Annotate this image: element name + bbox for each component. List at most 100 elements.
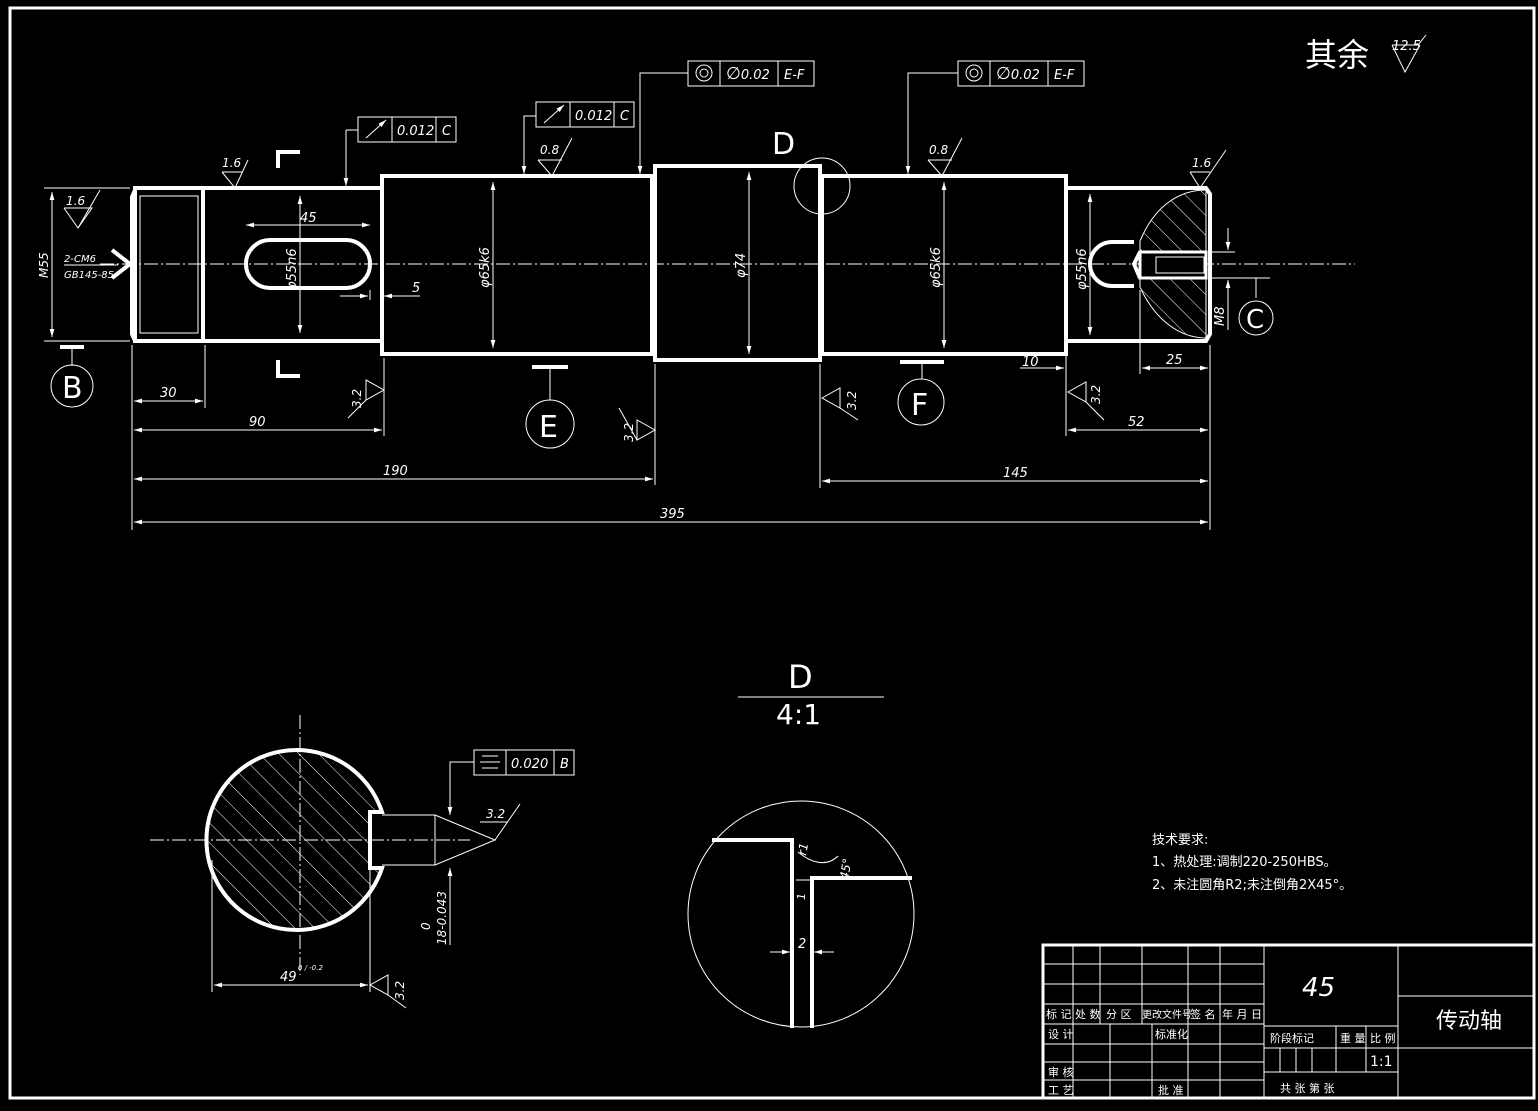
tb-date: 年 月 日 [1222,1007,1262,1021]
dim-145: 145 [1003,466,1028,481]
tb-scale-value: 1:1 [1370,1054,1393,1070]
dimensions: M55 2-CM6 GB145-85 45 φ55n6 5 φ65k6 φ74 … [37,172,1270,530]
notes-line1: 1、热处理:调制220-250HBS。 [1152,855,1337,870]
dim-d74: φ74 [734,253,749,278]
dim-395: 395 [660,507,685,522]
dim-m8: M8 [1213,307,1228,327]
detail-d-label: D [772,127,795,162]
roughness-3-2-d: 3.2 [1089,385,1103,404]
fcf-coaxial-left-value: ∅0.02 [726,64,770,84]
dim-190: 190 [383,464,408,479]
detail-d-view: D 4:1 r1 45° 1 2 [687,658,915,1028]
dim-cm6: 2-CM6 [64,254,96,265]
key-slot [244,238,372,290]
roughness-0-8-b: 0.8 [929,143,948,157]
detail-r1: r1 [795,842,811,857]
datum-f: F [897,360,945,426]
dim-52: 52 [1128,415,1145,430]
detail-width2: 2 [798,937,806,952]
fcf-coaxial-left: ∅0.02 E-F [637,60,815,174]
section-dim-49: 49 [280,970,297,985]
tb-review: 审 核 [1048,1065,1074,1079]
fcf-coaxial-right: ∅0.02 E-F [905,60,1085,174]
fcf-coaxial-right-datum: E-F [1054,68,1075,83]
tb-mark: 标 记 [1046,1007,1072,1021]
title-part-name: 传动轴 [1436,1009,1502,1034]
fcf-symmetry-datum: B [560,757,569,772]
section-dim-18-lower: 18-0.043 [435,891,449,945]
tb-design: 设 计 [1048,1028,1074,1041]
tb-docno: 更改文件号 [1142,1008,1192,1021]
detail-angle: 45° [837,857,854,880]
notes-title: 技术要求: [1152,833,1208,848]
tapped-hole [1138,250,1208,280]
tb-zone: 分 区 [1106,1008,1132,1021]
section-dim-49-tol: 0 / -0.2 [298,964,323,972]
dim-d65k6-b: φ65k6 [929,247,944,288]
roughness-3-2-a: 3.2 [350,389,364,408]
shaft-main-view: D [100,127,1355,378]
section-view: 3.2 0.020 B 0 18-0.043 49 0 / -0.2 3.2 [150,715,575,1009]
datum-b: B [50,345,94,408]
roughness-3-2-b: 3.2 [622,423,636,442]
notes-line2: 2、未注圆角R2;未注倒角2X45°。 [1152,878,1352,893]
fcf-runout-mid-datum: C [620,109,630,124]
surface-note-value: 12.5 [1392,39,1421,54]
datum-f-label: F [911,388,928,423]
tb-process: 工 艺 [1048,1084,1074,1097]
dim-d55n6-b: φ55n6 [1075,248,1090,290]
fcf-runout-mid-value: 0.012 [575,109,612,124]
detail-title: D [788,658,813,696]
roughness-1-6-c: 1.6 [1192,156,1211,170]
dim-gb: GB145-85 [64,270,114,281]
detail-d-circle [793,157,851,215]
fcf-coaxial-left-datum: E-F [784,68,805,83]
roughness-symbols: 1.6 1.6 0.8 0.8 1.6 3.2 3.2 3.2 3.2 [63,137,1227,442]
datum-c-label: C [1246,305,1264,335]
bearing-journal-left [380,174,654,356]
sheet-border [8,6,1536,1100]
fcf-symmetry-value: 0.020 [511,757,548,772]
tb-sheets: 共 张 第 张 [1280,1081,1335,1095]
tb-std: 标准化 [1155,1027,1188,1041]
dim-25: 25 [1166,353,1183,368]
fcf-coaxial-right-value: ∅0.02 [996,64,1040,84]
title-material: 45 [1302,973,1335,1003]
dim-key-45: 45 [300,211,317,226]
datum-c: C [1238,278,1274,336]
tb-sign: 签 名 [1190,1007,1216,1021]
dim-90: 90 [249,415,266,430]
surface-note-label: 其余 [1305,36,1369,74]
dim-30: 30 [160,386,177,401]
tb-weight: 重 量 [1340,1031,1366,1045]
roughness-1-6-b: 1.6 [222,156,241,170]
dim-m55: M55 [37,252,51,278]
right-end-segment [1066,186,1212,343]
dim-d65k6-a: φ65k6 [478,247,493,288]
fcf-runout-left-value: 0.012 [397,124,434,139]
section-circle [204,748,385,932]
tb-stage: 阶段标记 [1270,1031,1314,1045]
datum-e-label: E [539,410,558,445]
datum-e: E [525,365,575,449]
fcf-runout-mid: 0.012 C [521,101,635,174]
roughness-0-8-a: 0.8 [540,143,559,157]
detail-len1: 1 [795,893,808,900]
tb-approve: 批 准 [1158,1083,1184,1097]
roughness-3-2-c: 3.2 [845,391,859,410]
tb-count: 处 数 [1075,1008,1101,1021]
technical-notes: 技术要求: 1、热处理:调制220-250HBS。 2、未注圆角R2;未注倒角2… [1152,833,1352,893]
surface-note: 其余 12.5 [1305,34,1427,74]
dim-5: 5 [412,281,420,296]
tb-scale-label: 比 例 [1370,1031,1396,1045]
detail-scale: 4:1 [776,698,821,731]
bearing-journal-right [820,174,1068,356]
dim-d55n6-a: φ55n6 [285,248,300,290]
section-dim-18-upper: 0 [419,922,433,930]
section-roughness-b: 3.2 [393,981,407,1000]
fcf-runout-left-datum: C [442,124,452,139]
dim-10: 10 [1022,355,1039,370]
section-roughness: 3.2 [486,807,505,821]
roughness-1-6-a: 1.6 [66,194,85,208]
